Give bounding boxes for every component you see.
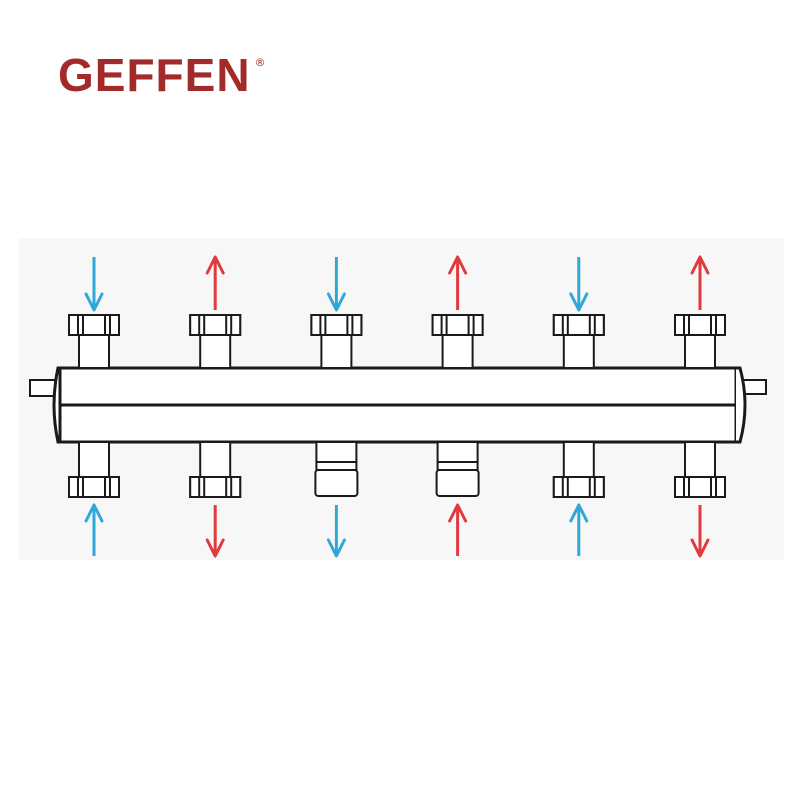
top-branch-pipe [562,334,595,369]
port-5 [552,257,605,556]
nut-segment [674,314,685,336]
plug-body [436,441,479,471]
bottom-union-nut [68,476,120,498]
top-branch-pipe [684,334,716,369]
port-2 [189,255,242,558]
port-3 [310,257,363,558]
plug-body [315,441,358,471]
top-union-nut [552,314,605,336]
nut-segment [674,476,685,498]
nut-segment [688,476,712,498]
flow-arrow-down [84,257,104,312]
nut-segment [593,476,605,498]
bottom-branch-pipe [684,441,716,478]
nut-segment [472,314,484,336]
top-branch-pipe [78,334,110,369]
plug-cap [314,469,359,497]
top-union-nut [431,314,484,336]
nut-segment [324,314,349,336]
nut-segment [552,314,564,336]
top-branch-pipe [441,334,474,369]
nut-segment [189,314,201,336]
top-union-nut [189,314,242,336]
nut-segment [109,314,120,336]
nut-segment [351,314,363,336]
bottom-union-nut [189,476,242,498]
nut-segment [593,314,605,336]
bottom-union-nut [552,476,605,498]
right-end-cap [736,366,747,444]
flow-arrow-down [205,505,225,558]
nut-segment [688,314,712,336]
nut-segment [715,314,726,336]
nut-segment [68,476,79,498]
bottom-branch-pipe [199,441,232,478]
nut-segment [82,476,106,498]
registered-mark: ® [254,56,266,69]
nut-segment [189,476,201,498]
nut-segment [230,314,242,336]
top-union-nut [68,314,120,336]
geffen-logo: GEFFEN ® [58,52,266,98]
plug-cap [435,469,480,497]
port-4 [431,255,484,556]
nut-segment [230,476,242,498]
bottom-branch-pipe [78,441,110,478]
bottom-plug [435,441,480,497]
flow-arrow-down [326,257,346,312]
top-branch-pipe [320,334,353,369]
flow-arrow-up [84,503,104,556]
nut-segment [68,314,79,336]
manifold-body [29,366,767,444]
bottom-branch-pipe [562,441,595,478]
flow-arrow-down [326,505,346,558]
nut-segment [445,314,470,336]
flow-arrow-up [569,503,589,556]
flow-arrow-down [690,505,710,558]
nut-segment [310,314,322,336]
flow-arrow-down [569,257,589,312]
nut-segment [203,476,228,498]
nut-segment [715,476,726,498]
left-nipple [29,379,57,397]
logo-text: GEFFEN [58,49,251,101]
top-union-nut [310,314,363,336]
nut-segment [566,476,591,498]
port-1 [68,257,120,556]
port-group [68,255,726,558]
flow-arrow-up [690,255,710,310]
top-union-nut [674,314,726,336]
nut-segment [552,476,564,498]
top-branch-pipe [199,334,232,369]
nut-segment [203,314,228,336]
nut-segment [109,476,120,498]
flow-arrow-up [205,255,225,310]
flow-arrow-up [448,255,468,310]
nut-segment [431,314,443,336]
port-6 [674,255,726,558]
flow-arrow-up [448,503,468,556]
nut-segment [566,314,591,336]
bottom-plug [314,441,359,497]
nut-segment [82,314,106,336]
bottom-union-nut [674,476,726,498]
